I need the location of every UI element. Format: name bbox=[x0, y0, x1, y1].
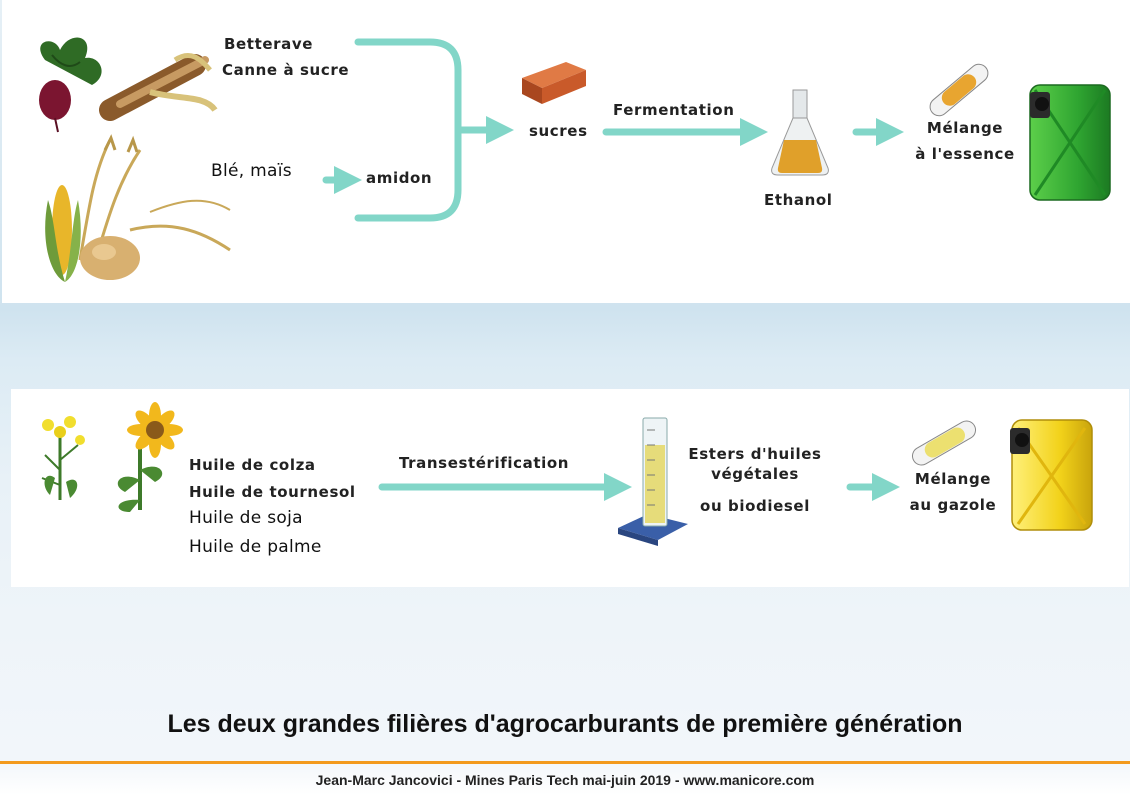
sugars-label: sucres bbox=[529, 122, 588, 140]
blend-gazole-label-line2: au gazole bbox=[909, 496, 997, 514]
biodiesel-label-line1: Esters d'huiles bbox=[688, 445, 822, 463]
biodiesel-label-line2: végétales bbox=[711, 465, 799, 483]
green-fuel-can-icon bbox=[1029, 84, 1111, 201]
blend-gazole-label-line1: Mélange bbox=[914, 470, 992, 488]
top-flow-connectors bbox=[322, 38, 904, 222]
blend-essence-label-line1: Mélange bbox=[926, 119, 1004, 137]
top-panel bbox=[2, 0, 1130, 303]
wheat-corn-potato-icon bbox=[45, 134, 231, 282]
source-beet-label: Betterave bbox=[224, 35, 313, 53]
test-tube-icon bbox=[911, 420, 977, 466]
blend-essence-label-line2: à l'essence bbox=[915, 145, 1015, 163]
sugar-cube-icon bbox=[522, 62, 586, 104]
beet-icon bbox=[39, 37, 102, 133]
test-tube-icon bbox=[929, 63, 989, 117]
rapeseed-icon bbox=[41, 416, 85, 500]
oil-sunflower-label: Huile de tournesol bbox=[189, 483, 356, 501]
starch-label: amidon bbox=[366, 169, 433, 187]
oil-rapeseed-label: Huile de colza bbox=[189, 456, 316, 474]
biodiesel-label-line3: ou biodiesel bbox=[700, 497, 810, 515]
source-wheat-corn-label: Blé, maïs bbox=[211, 161, 292, 181]
slide-footer: Jean-Marc Jancovici - Mines Paris Tech m… bbox=[315, 772, 815, 788]
sugarcane-icon bbox=[99, 53, 218, 121]
sunflower-icon bbox=[117, 402, 183, 512]
fermentation-label: Fermentation bbox=[613, 101, 735, 119]
slide-title: Les deux grandes filières d'agrocarburan… bbox=[167, 710, 963, 738]
source-sugarcane-label: Canne à sucre bbox=[222, 61, 350, 79]
graduated-cylinder-icon bbox=[618, 417, 688, 546]
oil-palm-label: Huile de palme bbox=[189, 537, 322, 557]
yellow-fuel-can-icon bbox=[1010, 419, 1093, 531]
ethanol-label: Ethanol bbox=[764, 191, 833, 209]
transesterification-label: Transestérification bbox=[399, 454, 570, 472]
flask-icon bbox=[771, 89, 829, 176]
oil-soy-label: Huile de soja bbox=[189, 508, 303, 528]
footer-divider bbox=[0, 761, 1130, 764]
